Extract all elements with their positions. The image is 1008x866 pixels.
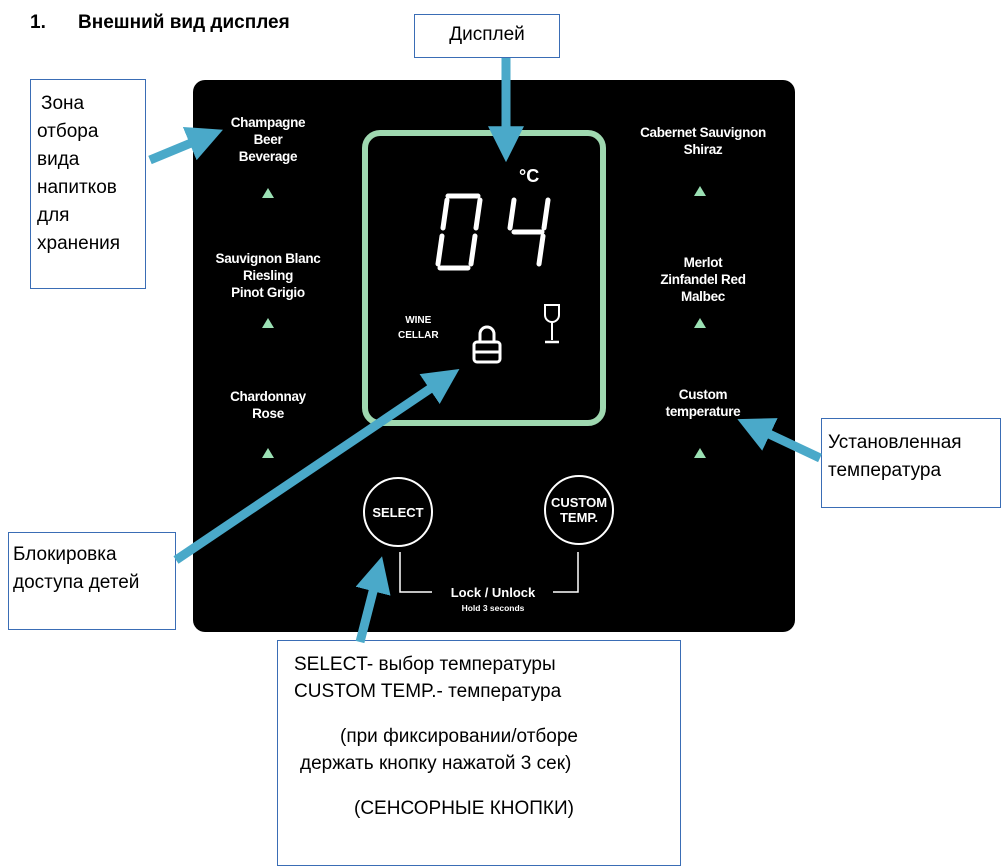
display-callout-text: Дисплей bbox=[449, 24, 525, 45]
zone-label-line: Custom bbox=[678, 387, 728, 402]
display-callout: Дисплей bbox=[414, 14, 560, 58]
zone-label-line: Beer bbox=[253, 132, 283, 147]
wine-cellar-line: CELLAR bbox=[398, 330, 439, 341]
custom-temp-label-line: TEMP. bbox=[559, 510, 599, 525]
zone-label-line: Malbec bbox=[681, 289, 725, 304]
child-lock-callout: Блокировка доступа детей bbox=[8, 532, 176, 630]
zone-label-line: Beverage bbox=[238, 149, 298, 164]
zone-label-line: Rose bbox=[252, 406, 284, 421]
child-lock-callout-line: Блокировка bbox=[13, 544, 117, 565]
select-button-label: SELECT bbox=[372, 504, 424, 520]
zone-callout-line: напитков bbox=[37, 177, 117, 198]
zone-label-line: Pinot Grigio bbox=[231, 285, 305, 300]
wine-cellar-label: WINE CELLAR bbox=[398, 313, 439, 343]
buttons-callout-line: SELECT- выбор температуры bbox=[294, 654, 556, 675]
zone-callout-line: хранения bbox=[37, 233, 121, 254]
zone-label-chardonnay: Chardonnay Rose bbox=[206, 388, 330, 422]
set-temp-callout-line: Установленная bbox=[828, 432, 962, 453]
zone-indicator-triangle[interactable] bbox=[262, 318, 274, 328]
zone-indicator-triangle[interactable] bbox=[694, 448, 706, 458]
set-temp-callout-line: температура bbox=[828, 460, 942, 481]
zone-label-line: Merlot bbox=[683, 255, 723, 270]
buttons-callout-line: (СЕНСОРНЫЕ КНОПКИ) bbox=[354, 798, 574, 819]
section-number: 1. bbox=[30, 12, 46, 33]
zone-label-cabernet: Cabernet Sauvignon Shiraz bbox=[628, 124, 778, 158]
custom-temp-label-line: CUSTOM bbox=[550, 495, 608, 510]
zone-callout-line: вида bbox=[37, 149, 80, 170]
zone-callout-line: Зона bbox=[41, 93, 85, 114]
wine-cellar-line: WINE bbox=[405, 315, 432, 326]
zone-indicator-triangle[interactable] bbox=[262, 448, 274, 458]
celsius-unit: °C bbox=[519, 166, 540, 186]
zone-label-champagne: Champagne Beer Beverage bbox=[206, 114, 330, 165]
zone-callout: Зона отбора вида напитков для хранения bbox=[30, 79, 146, 289]
display-screen bbox=[362, 130, 606, 426]
zone-label-sauvignon: Sauvignon Blanc Riesling Pinot Grigio bbox=[198, 250, 338, 301]
zone-label-line: Champagne bbox=[230, 115, 306, 130]
select-button[interactable]: SELECT bbox=[363, 477, 433, 547]
zone-label-line: Chardonnay bbox=[230, 389, 306, 404]
zone-label-line: temperature bbox=[665, 404, 741, 419]
temperature-digits: 04 bbox=[435, 193, 551, 271]
zone-callout-line: отбора bbox=[37, 121, 99, 142]
zone-indicator-triangle[interactable] bbox=[694, 318, 706, 328]
zone-indicator-triangle[interactable] bbox=[694, 186, 706, 196]
zone-indicator-triangle[interactable] bbox=[262, 188, 274, 198]
zone-label-custom: Custom temperature bbox=[636, 386, 770, 420]
buttons-callout-spacer bbox=[294, 705, 680, 723]
zone-callout-line: для bbox=[37, 205, 70, 226]
wine-glass-icon bbox=[544, 304, 560, 344]
buttons-callout-line: держать кнопку нажатой 3 сек) bbox=[300, 753, 572, 774]
zone-label-merlot: Merlot Zinfandel Red Malbec bbox=[636, 254, 770, 305]
section-title: Внешний вид дисплея bbox=[78, 12, 290, 33]
zone-label-line: Riesling bbox=[242, 268, 294, 283]
custom-temp-button[interactable]: CUSTOM TEMP. bbox=[544, 475, 614, 545]
buttons-callout-line: CUSTOM TEMP.- температура bbox=[294, 681, 562, 702]
zone-label-line: Sauvignon Blanc bbox=[215, 251, 321, 266]
zone-label-line: Shiraz bbox=[683, 142, 723, 157]
hold-seconds-label: Hold 3 seconds bbox=[461, 603, 525, 613]
section-heading: 1. Внешний вид дисплея bbox=[30, 12, 290, 34]
lock-icon bbox=[472, 325, 502, 364]
child-lock-callout-line: доступа детей bbox=[13, 572, 140, 593]
zone-label-line: Zinfandel Red bbox=[660, 272, 746, 287]
buttons-callout-spacer bbox=[294, 777, 680, 795]
zone-label-line: Cabernet Sauvignon bbox=[640, 125, 766, 140]
set-temp-callout: Установленная температура bbox=[821, 418, 1001, 508]
buttons-callout-line: (при фиксировании/отборе bbox=[340, 726, 578, 747]
buttons-callout: SELECT- выбор температуры CUSTOM TEMP.- … bbox=[277, 640, 681, 866]
lock-unlock-label: Lock / Unlock bbox=[450, 585, 536, 600]
